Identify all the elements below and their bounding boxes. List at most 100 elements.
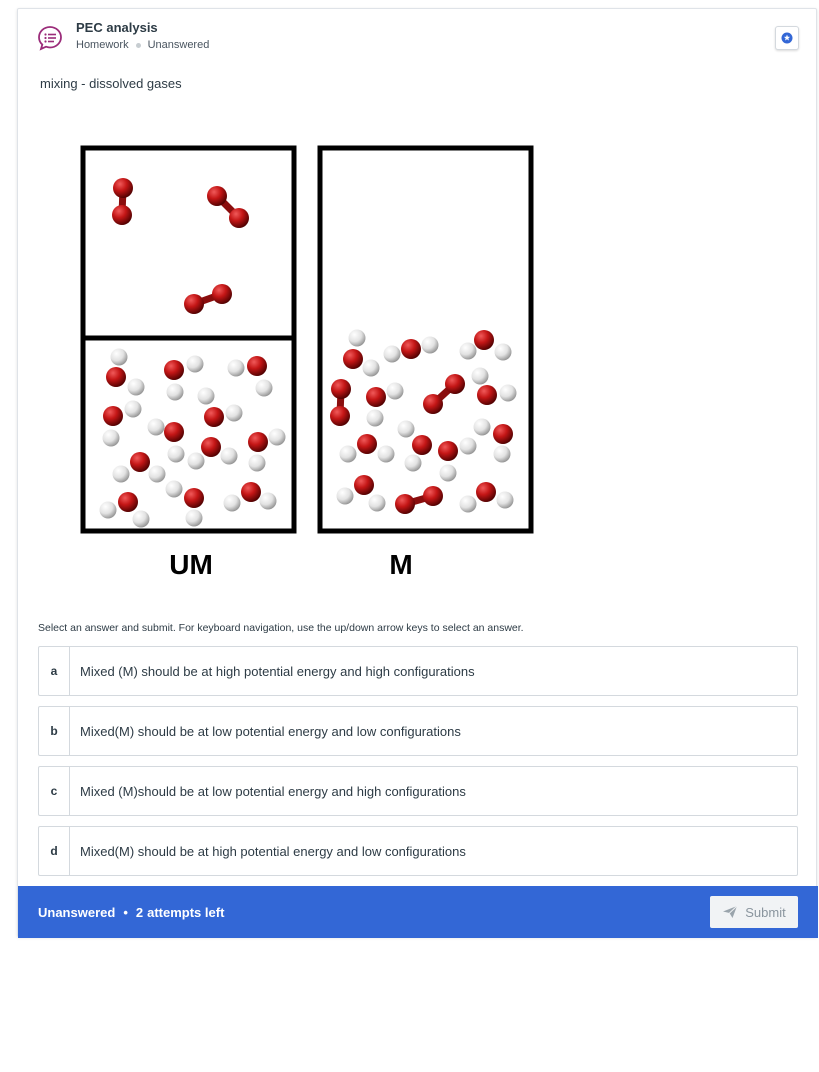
hydrogen-atom bbox=[147, 418, 165, 436]
hydrogen-atom bbox=[185, 509, 203, 527]
oxygen-atom bbox=[212, 284, 232, 304]
oxygen-atom bbox=[423, 394, 443, 414]
oxygen-atom bbox=[445, 374, 465, 394]
mixing-diagram: UM M bbox=[80, 145, 534, 580]
hydrogen-atom bbox=[132, 510, 150, 528]
hydrogen-atom bbox=[459, 437, 477, 455]
hydrogen-atom bbox=[110, 348, 128, 366]
oxygen-atom bbox=[207, 186, 227, 206]
hydrogen-atom bbox=[248, 454, 266, 472]
flag-question-button[interactable] bbox=[775, 26, 799, 50]
answer-option-d[interactable]: d Mixed(M) should be at high potential e… bbox=[38, 826, 798, 876]
submission-footer: Unanswered • 2 attempts left Submit bbox=[18, 886, 818, 938]
oxygen-atom bbox=[474, 330, 494, 350]
mixing-figure: UM M bbox=[61, 136, 541, 601]
submit-button[interactable]: Submit bbox=[710, 896, 798, 928]
hydrogen-atom bbox=[186, 355, 204, 373]
hydrogen-atom bbox=[383, 345, 401, 363]
hydrogen-atom bbox=[459, 495, 477, 513]
hydrogen-atom bbox=[99, 501, 117, 519]
oxygen-atom bbox=[438, 441, 458, 461]
oxygen-atom bbox=[130, 452, 150, 472]
option-letter: c bbox=[39, 767, 70, 815]
hydrogen-atom bbox=[227, 359, 245, 377]
hydrogen-atom bbox=[268, 428, 286, 446]
question-card: PEC analysis Homework Unanswered mixing … bbox=[17, 8, 818, 938]
hydrogen-atom bbox=[148, 465, 166, 483]
oxygen-atom bbox=[423, 486, 443, 506]
hydrogen-atom bbox=[439, 464, 457, 482]
option-text: Mixed(M) should be at low potential ener… bbox=[80, 723, 461, 739]
hydrogen-atom bbox=[102, 429, 120, 447]
oxygen-atom bbox=[118, 492, 138, 512]
footer-status: Unanswered bbox=[38, 904, 116, 920]
question-prompt: mixing - dissolved gases bbox=[40, 76, 182, 91]
star-badge-icon bbox=[781, 32, 793, 44]
answer-option-a[interactable]: a Mixed (M) should be at high potential … bbox=[38, 646, 798, 696]
separator-dot bbox=[135, 42, 141, 48]
label-unmixed: UM bbox=[169, 549, 213, 580]
assignment-title: PEC analysis bbox=[76, 20, 158, 35]
hydrogen-atom bbox=[493, 445, 511, 463]
hydrogen-atom bbox=[386, 382, 404, 400]
oxygen-atom bbox=[343, 349, 363, 369]
hydrogen-atom bbox=[124, 400, 142, 418]
hydrogen-atom bbox=[166, 383, 184, 401]
option-letter: a bbox=[39, 647, 70, 695]
oxygen-atom bbox=[103, 406, 123, 426]
hydrogen-atom bbox=[336, 487, 354, 505]
hydrogen-atom bbox=[255, 379, 273, 397]
oxygen-atom bbox=[330, 406, 350, 426]
send-icon bbox=[723, 905, 738, 918]
hydrogen-atom bbox=[459, 342, 477, 360]
oxygen-atom bbox=[229, 208, 249, 228]
oxygen-atom bbox=[112, 205, 132, 225]
hydrogen-atom bbox=[366, 409, 384, 427]
hydrogen-atom bbox=[165, 480, 183, 498]
oxygen-atom bbox=[164, 360, 184, 380]
hydrogen-atom bbox=[197, 387, 215, 405]
question-bubble-icon bbox=[38, 26, 62, 51]
answer-options: a Mixed (M) should be at high potential … bbox=[38, 646, 798, 886]
assignment-status: Unanswered bbox=[147, 39, 210, 51]
answer-option-c[interactable]: c Mixed (M)should be at low potential en… bbox=[38, 766, 798, 816]
oxygen-atom bbox=[357, 434, 377, 454]
oxygen-atom bbox=[184, 294, 204, 314]
hydrogen-atom bbox=[127, 378, 145, 396]
oxygen-atom bbox=[247, 356, 267, 376]
oxygen-atom bbox=[241, 482, 261, 502]
oxygen-atom bbox=[113, 178, 133, 198]
oxygen-atom bbox=[164, 422, 184, 442]
oxygen-atom bbox=[366, 387, 386, 407]
hydrogen-atom bbox=[220, 447, 238, 465]
hydrogen-atom bbox=[471, 367, 489, 385]
answer-option-b[interactable]: b Mixed(M) should be at low potential en… bbox=[38, 706, 798, 756]
molecules bbox=[99, 178, 517, 528]
oxygen-atom bbox=[412, 435, 432, 455]
oxygen-atom bbox=[395, 494, 415, 514]
oxygen-atom bbox=[354, 475, 374, 495]
option-text: Mixed (M)should be at low potential ener… bbox=[80, 783, 466, 799]
hydrogen-atom bbox=[223, 494, 241, 512]
option-letter: b bbox=[39, 707, 70, 755]
answer-instructions: Select an answer and submit. For keyboar… bbox=[38, 622, 524, 634]
hydrogen-atom bbox=[167, 445, 185, 463]
oxygen-atom bbox=[493, 424, 513, 444]
oxygen-atom bbox=[401, 339, 421, 359]
hydrogen-atom bbox=[368, 494, 386, 512]
hydrogen-atom bbox=[397, 420, 415, 438]
hydrogen-atom bbox=[339, 445, 357, 463]
oxygen-atom bbox=[106, 367, 126, 387]
footer-separator: • bbox=[123, 904, 128, 920]
hydrogen-atom bbox=[112, 465, 130, 483]
assignment-meta: Homework Unanswered bbox=[76, 39, 209, 51]
option-letter: d bbox=[39, 827, 70, 875]
hydrogen-atom bbox=[421, 336, 439, 354]
hydrogen-atom bbox=[473, 418, 491, 436]
oxygen-atom bbox=[201, 437, 221, 457]
oxygen-atom bbox=[331, 379, 351, 399]
assignment-category: Homework bbox=[76, 39, 129, 51]
oxygen-atom bbox=[248, 432, 268, 452]
oxygen-atom bbox=[476, 482, 496, 502]
hydrogen-atom bbox=[496, 491, 514, 509]
